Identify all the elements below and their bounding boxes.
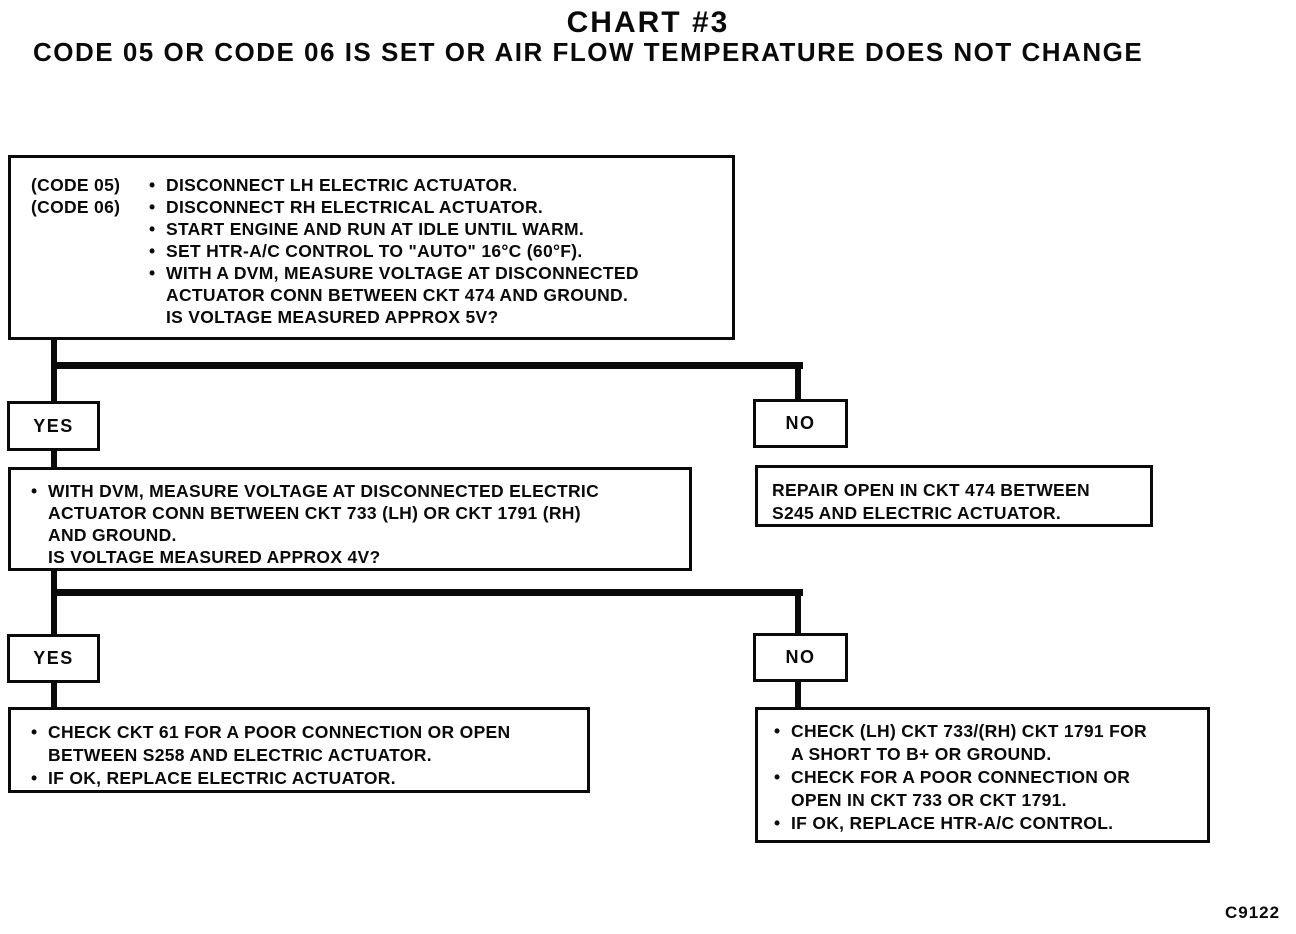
bullet-icon: • xyxy=(774,767,781,787)
connector-measure4v-to-yes2 xyxy=(51,570,57,635)
decision-yes-2: YES xyxy=(7,634,100,683)
bullet-icon: • xyxy=(149,241,156,261)
line-text: IS VOLTAGE MEASURED APPROX 4V? xyxy=(48,547,381,567)
connector-yes1-to-measure4v xyxy=(51,450,57,468)
text-line: (CODE 05) • DISCONNECT LH ELECTRIC ACTUATO… xyxy=(31,174,724,196)
text-line: OPEN IN CKT 733 OR CKT 1791. xyxy=(774,789,1201,812)
chart-title: CHART #3 xyxy=(566,6,730,39)
line-text: SET HTR-A/C CONTROL TO "AUTO" 16°C (60°F… xyxy=(166,241,583,261)
connector-yes2-to-checkckt61 xyxy=(51,682,57,707)
bullet-icon: • xyxy=(774,813,781,833)
text-line: (CODE 06) • DISCONNECT RH ELECTRICAL ACTUA… xyxy=(31,196,724,218)
decision-no-1: NO xyxy=(753,399,848,448)
code-label: (CODE 05) xyxy=(31,175,121,195)
connector-branch2-to-no2 xyxy=(795,589,801,634)
text-line: • IF OK, REPLACE HTR-A/C CONTROL. xyxy=(774,812,1201,835)
text-line: • WITH A DVM, MEASURE VOLTAGE AT DISCONNE… xyxy=(31,262,724,284)
text-line: • IF OK, REPLACE ELECTRIC ACTUATOR. xyxy=(31,767,579,790)
chart-subtitle: CODE 05 OR CODE 06 IS SET OR AIR FLOW TE… xyxy=(33,37,1144,67)
text-line: ACTUATOR CONN BETWEEN CKT 733 (LH) OR CK… xyxy=(31,502,681,524)
text-line: • CHECK FOR A POOR CONNECTION OR xyxy=(774,766,1201,789)
action-box-check-ckt733: • CHECK (LH) CKT 733/(RH) CKT 1791 FOR A … xyxy=(755,707,1210,843)
line-text: CHECK FOR A POOR CONNECTION OR xyxy=(791,767,1131,787)
line-text: WITH A DVM, MEASURE VOLTAGE AT DISCONNEC… xyxy=(166,263,639,283)
text-line: IS VOLTAGE MEASURED APPROX 4V? xyxy=(31,546,681,568)
connector-start-to-yes1 xyxy=(51,338,57,402)
line-text: IF OK, REPLACE ELECTRIC ACTUATOR. xyxy=(48,768,396,788)
text-line: REPAIR OPEN IN CKT 474 BETWEEN xyxy=(772,479,1144,502)
bullet-icon: • xyxy=(149,175,156,195)
figure-code: C9122 xyxy=(1225,903,1281,922)
action-box-repair-ckt474: REPAIR OPEN IN CKT 474 BETWEEN S245 AND … xyxy=(755,465,1153,527)
bullet-icon: • xyxy=(149,197,156,217)
text-line: • CHECK (LH) CKT 733/(RH) CKT 1791 FOR xyxy=(774,720,1201,743)
bullet-icon: • xyxy=(31,481,38,501)
bullet-icon: • xyxy=(149,263,156,283)
connector-branch1-to-no1 xyxy=(795,362,801,400)
line-text: AND GROUND. xyxy=(48,525,177,545)
line-text: START ENGINE AND RUN AT IDLE UNTIL WARM. xyxy=(166,219,585,239)
bullet-icon: • xyxy=(149,219,156,239)
connector-no2-to-checkckt733 xyxy=(795,681,801,707)
line-text: OPEN IN CKT 733 OR CKT 1791. xyxy=(791,790,1067,810)
bullet-icon: • xyxy=(31,768,38,788)
text-line: • WITH DVM, MEASURE VOLTAGE AT DISCONNECT… xyxy=(31,480,681,502)
start-box: (CODE 05) • DISCONNECT LH ELECTRIC ACTUATO… xyxy=(8,155,735,340)
bullet-icon: • xyxy=(31,722,38,742)
text-line: S245 AND ELECTRIC ACTUATOR. xyxy=(772,502,1144,525)
line-text: IF OK, REPLACE HTR-A/C CONTROL. xyxy=(791,813,1114,833)
line-text: S245 AND ELECTRIC ACTUATOR. xyxy=(772,503,1062,523)
line-text: A SHORT TO B+ OR GROUND. xyxy=(791,744,1052,764)
line-text: DISCONNECT LH ELECTRIC ACTUATOR. xyxy=(166,175,518,195)
line-text: ACTUATOR CONN BETWEEN CKT 474 AND GROUND… xyxy=(166,285,629,305)
action-box-measure-4v: • WITH DVM, MEASURE VOLTAGE AT DISCONNECT… xyxy=(8,467,692,571)
line-text: REPAIR OPEN IN CKT 474 BETWEEN xyxy=(772,480,1090,500)
decision-no-2: NO xyxy=(753,633,848,682)
text-line: BETWEEN S258 AND ELECTRIC ACTUATOR. xyxy=(31,744,579,767)
line-text: WITH DVM, MEASURE VOLTAGE AT DISCONNECTE… xyxy=(48,481,600,501)
connector-branch-2 xyxy=(51,589,803,596)
line-text: CHECK (LH) CKT 733/(RH) CKT 1791 FOR xyxy=(791,721,1147,741)
code-label: (CODE 06) xyxy=(31,197,121,217)
line-text: IS VOLTAGE MEASURED APPROX 5V? xyxy=(166,307,499,327)
connector-branch-1 xyxy=(51,362,803,369)
bullet-icon: • xyxy=(774,721,781,741)
text-line: • SET HTR-A/C CONTROL TO "AUTO" 16°C (60°… xyxy=(31,240,724,262)
action-box-check-ckt61: • CHECK CKT 61 FOR A POOR CONNECTION OR O… xyxy=(8,707,590,793)
text-line: AND GROUND. xyxy=(31,524,681,546)
text-line: • CHECK CKT 61 FOR A POOR CONNECTION OR O… xyxy=(31,721,579,744)
line-text: CHECK CKT 61 FOR A POOR CONNECTION OR OP… xyxy=(48,722,511,742)
text-line: A SHORT TO B+ OR GROUND. xyxy=(774,743,1201,766)
text-line: • START ENGINE AND RUN AT IDLE UNTIL WARM… xyxy=(31,218,724,240)
line-text: BETWEEN S258 AND ELECTRIC ACTUATOR. xyxy=(48,745,432,765)
line-text: ACTUATOR CONN BETWEEN CKT 733 (LH) OR CK… xyxy=(48,503,581,523)
decision-yes-1: YES xyxy=(7,401,100,451)
text-line: ACTUATOR CONN BETWEEN CKT 474 AND GROUND… xyxy=(31,284,724,306)
text-line: IS VOLTAGE MEASURED APPROX 5V? xyxy=(31,306,724,328)
line-text: DISCONNECT RH ELECTRICAL ACTUATOR. xyxy=(166,197,544,217)
